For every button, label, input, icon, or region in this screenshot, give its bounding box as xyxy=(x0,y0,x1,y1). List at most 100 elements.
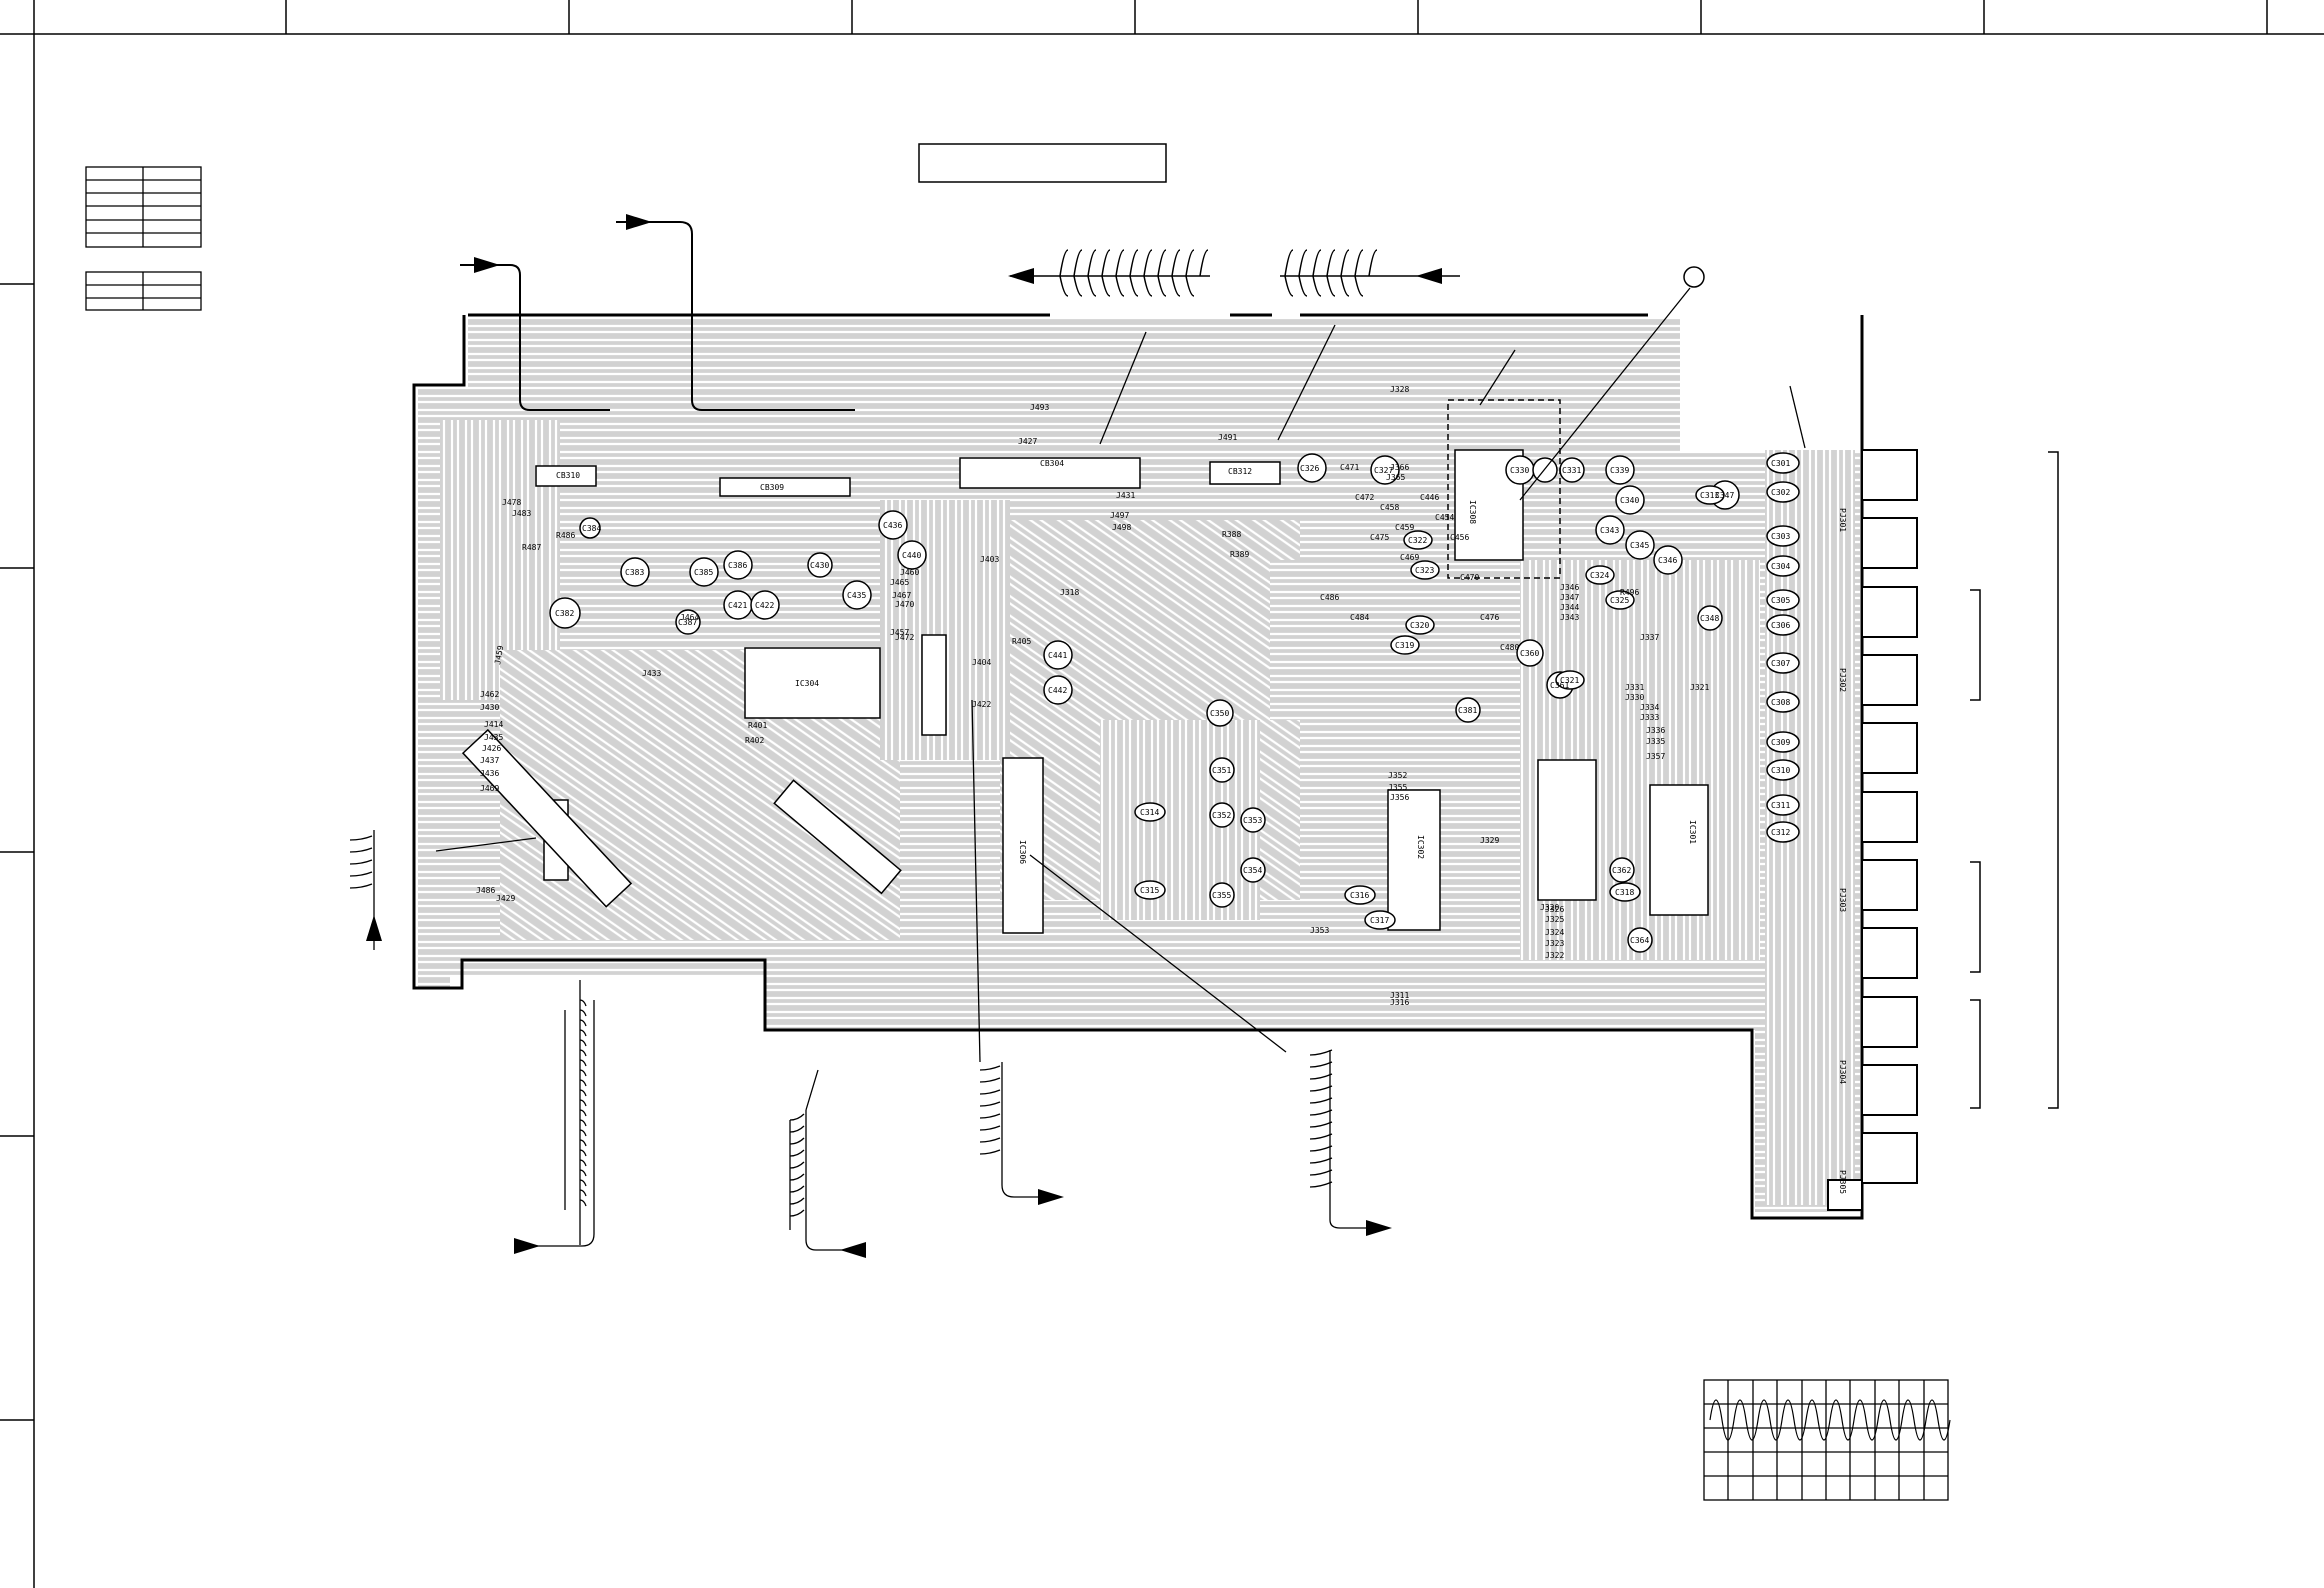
capacitor-label: C440 xyxy=(902,551,921,560)
right-brackets xyxy=(1970,451,2059,1109)
capacitor-label: C387 xyxy=(678,618,697,627)
capacitor-label: C309 xyxy=(1771,738,1790,747)
jumper-label: J460 xyxy=(900,568,919,577)
jumper-label: J343 xyxy=(1560,613,1579,622)
capacitor-label: C459 xyxy=(1395,523,1414,532)
capacitor-label: C326 xyxy=(1300,464,1319,473)
jumper-label: J436 xyxy=(480,769,499,778)
jack-label: PJ303 xyxy=(1838,888,1847,912)
jumper-label: J328 xyxy=(1390,385,1409,394)
capacitor-label: C454 xyxy=(1435,513,1454,522)
capacitor-label: C361 xyxy=(1550,681,1569,690)
capacitor-label: C480 xyxy=(1500,643,1519,652)
capacitor-label: C442 xyxy=(1048,686,1067,695)
capacitor-label: C310 xyxy=(1771,766,1790,775)
capacitor-label: C307 xyxy=(1771,659,1790,668)
cable-left xyxy=(460,221,855,411)
ic-label: IC304 xyxy=(795,679,819,688)
jumper-label: J459 xyxy=(493,645,505,666)
film-capacitors xyxy=(1134,452,1800,930)
capacitor-label: C308 xyxy=(1771,698,1790,707)
jumper-label: J325 xyxy=(1545,915,1564,924)
capacitor-label: C306 xyxy=(1771,621,1790,630)
jumper-label: J334 xyxy=(1640,703,1659,712)
waveform-grid xyxy=(1703,1379,1951,1501)
jumper-label: J329 xyxy=(1480,836,1499,845)
capacitor-label: C422 xyxy=(755,601,774,610)
capacitor-label: C327 xyxy=(1374,466,1393,475)
capacitor-label: C302 xyxy=(1771,488,1790,497)
jumper-label: J469 xyxy=(480,784,499,793)
jumper-label: J483 xyxy=(512,509,531,518)
jumper-label: J316 xyxy=(1390,998,1409,1007)
capacitor-label: C476 xyxy=(1480,613,1499,622)
jumper-label: J462 xyxy=(480,690,499,699)
jack-label: PJ305 xyxy=(1838,1170,1847,1194)
title-box xyxy=(918,143,1167,183)
capacitor-label: C320 xyxy=(1410,621,1429,630)
capacitor-label: C469 xyxy=(1400,553,1419,562)
jumper-label: J422 xyxy=(972,700,991,709)
arrow-head xyxy=(1038,1189,1064,1205)
capacitor-label: C346 xyxy=(1658,556,1677,565)
jumper-label: J429 xyxy=(496,894,515,903)
jumper-label: J330 xyxy=(1625,693,1644,702)
capacitor-label: C458 xyxy=(1380,503,1399,512)
jack-label: PJ302 xyxy=(1838,668,1847,692)
jumper-label: J324 xyxy=(1545,928,1564,937)
jumper-label: J467 xyxy=(892,591,911,600)
arrow-head xyxy=(474,257,500,273)
capacitor-label: C446 xyxy=(1420,493,1439,502)
jumper-label: J347 xyxy=(1560,593,1579,602)
resistor-label: R405 xyxy=(1012,637,1031,646)
capacitor-label: C301 xyxy=(1771,459,1790,468)
reference-circle xyxy=(1683,266,1705,288)
ic-label: IC301 xyxy=(1688,820,1697,844)
capacitor-label: C325 xyxy=(1610,596,1629,605)
legend-table-lower xyxy=(85,271,202,311)
capacitor-label: C319 xyxy=(1395,641,1414,650)
jumper-label: J403 xyxy=(980,555,999,564)
jumper-label: J337 xyxy=(1640,633,1659,642)
capacitor-label: C354 xyxy=(1243,866,1262,875)
jumper-label: J404 xyxy=(972,658,991,667)
capacitor-label: C384 xyxy=(582,524,601,533)
capacitor-label: C351 xyxy=(1212,766,1231,775)
capacitor-label: C340 xyxy=(1620,496,1639,505)
lead-bundle-2 xyxy=(789,1069,860,1251)
capacitor-label: C345 xyxy=(1630,541,1649,550)
jumper-label: J431 xyxy=(1116,491,1135,500)
top-bus-left xyxy=(1010,249,1210,297)
capacitor-label: C348 xyxy=(1700,614,1719,623)
jack-label: PJ304 xyxy=(1838,1060,1847,1084)
capacitor-label: C317 xyxy=(1370,916,1389,925)
jumper-label: J366 xyxy=(1390,463,1409,472)
capacitor-label: C355 xyxy=(1212,891,1231,900)
capacitor-label: C381 xyxy=(1458,706,1477,715)
jumper-label: J322 xyxy=(1545,951,1564,960)
jumper-label: J437 xyxy=(480,756,499,765)
board-outline xyxy=(412,313,1864,1220)
jumper-label: J426 xyxy=(482,744,501,753)
jumper-label: J414 xyxy=(484,720,503,729)
jumper-label: J318 xyxy=(1060,588,1079,597)
capacitor-label: C312 xyxy=(1771,828,1790,837)
resistor-label: R496 xyxy=(1620,588,1639,597)
capacitor-label: C330 xyxy=(1510,466,1529,475)
jumper-label: J478 xyxy=(502,498,521,507)
jumper-label: J497 xyxy=(1110,511,1129,520)
jumper-label: J430 xyxy=(480,703,499,712)
jumper-label: J433 xyxy=(642,669,661,678)
capacitor-label: C486 xyxy=(1320,593,1339,602)
jumper-label: J355 xyxy=(1388,783,1407,792)
legend-table-upper xyxy=(85,166,202,248)
jumper-label: J464 xyxy=(680,613,699,622)
connector-label: CB304 xyxy=(1040,459,1064,468)
arrow-head xyxy=(840,1242,866,1258)
resistor-label: R402 xyxy=(745,736,764,745)
jumper-label: J435 xyxy=(484,733,503,742)
jumper-label: J356 xyxy=(1390,793,1409,802)
capacitor-label: C318 xyxy=(1615,888,1634,897)
capacitor-label: C475 xyxy=(1370,533,1389,542)
rca-jacks xyxy=(1827,449,1918,1211)
